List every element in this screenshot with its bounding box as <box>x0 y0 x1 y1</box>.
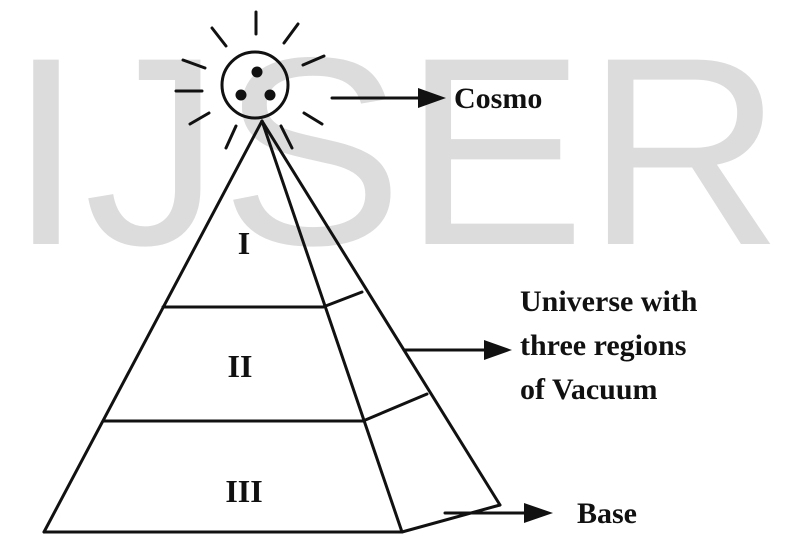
sun-ray <box>188 111 211 126</box>
division-line-side <box>361 392 429 423</box>
pyramid <box>42 119 502 534</box>
sun-ray <box>302 111 324 126</box>
division-line-side <box>321 290 364 309</box>
sun-dot <box>251 66 263 78</box>
sun-disc <box>220 50 290 120</box>
universe-label-line: three regions <box>520 329 686 362</box>
sun-dot <box>264 89 276 101</box>
sun-ray <box>279 124 294 150</box>
universe-arrowhead <box>484 340 512 360</box>
pyramid-left-edge <box>42 119 264 534</box>
pyramid-right-edge <box>260 119 502 507</box>
universe-label-line: of Vacuum <box>520 373 658 406</box>
sun-ray <box>224 124 238 150</box>
pyramid-base-side <box>400 503 502 534</box>
cosmo-label: Cosmo <box>454 82 542 115</box>
sun-ray <box>181 58 207 70</box>
base-label: Base <box>577 497 637 530</box>
sun-dot <box>235 89 247 101</box>
cosmo-sun-icon <box>174 10 326 150</box>
pyramid-front-edge <box>260 119 404 534</box>
region-label: III <box>225 473 262 509</box>
universe-label-line: Universe with <box>520 285 698 318</box>
region-label: II <box>228 348 253 384</box>
sun-ray <box>282 22 300 45</box>
base-callout: Base <box>443 497 637 530</box>
region-label: I <box>238 225 250 261</box>
cosmo-arrowhead <box>418 88 446 108</box>
base-arrowhead <box>524 503 553 523</box>
watermark-text: IJSER <box>8 1 783 301</box>
sun-ray <box>301 54 326 67</box>
universe-callout: Universe with three regions of Vacuum <box>402 285 698 406</box>
cosmo-callout: Cosmo <box>330 82 542 115</box>
sun-ray <box>210 26 228 48</box>
